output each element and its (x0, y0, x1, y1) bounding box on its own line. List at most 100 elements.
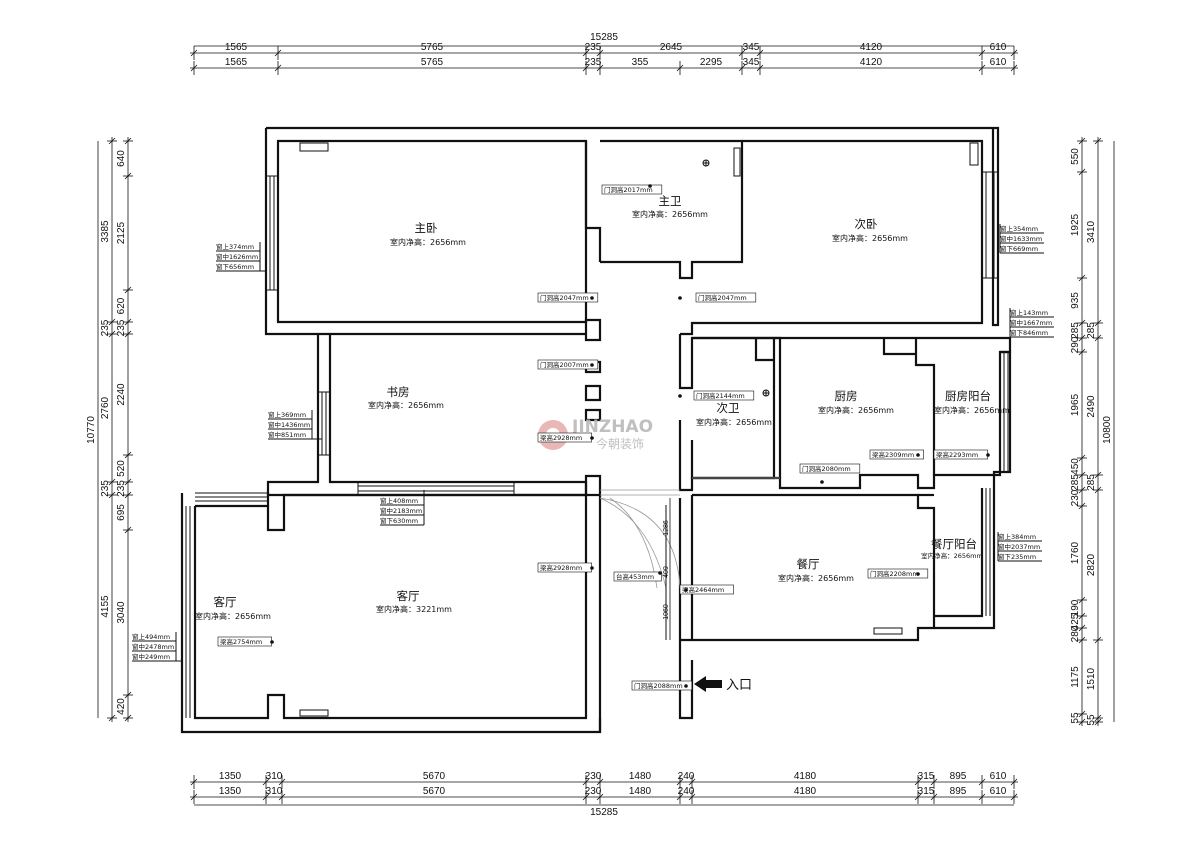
dimension-value: 3040 (116, 601, 127, 624)
room-name: 次卧 (855, 217, 878, 231)
door-tag: 门洞高2047mm (537, 292, 599, 303)
dimension-value: 550 (1070, 148, 1081, 165)
dimension-value: 315 (918, 786, 935, 797)
room-height: 室内净高：2656mm (390, 237, 466, 247)
window-tag-line: 窗下656mm (216, 262, 254, 271)
door-tag: 梁高2464mm (679, 584, 734, 595)
room-height: 室内净高：2656mm (921, 551, 983, 560)
window-tag-line: 窗上384mm (998, 532, 1036, 541)
window-tag-line: 窗中1436mm (268, 420, 310, 429)
door-tag: 门洞高2080mm (799, 463, 861, 484)
dimension-value: 285 (1086, 322, 1097, 339)
arc-dim-value: 1060 (663, 604, 670, 620)
tag-dot (658, 571, 662, 575)
window-tags: 窗上374mm 窗中1626mm 窗下656mm 窗上354mm 窗中1633m… (132, 224, 1054, 662)
dimension-value: 695 (116, 504, 127, 521)
door-tag-text: 门洞高2047mm (698, 293, 747, 302)
dimension-value: 285 (1070, 322, 1081, 339)
right-dim-inner: 5501925935285290196545028523017601904252… (1070, 137, 1087, 726)
door-tag: 门洞高2007mm (537, 359, 599, 370)
dimension-value: 2645 (660, 42, 683, 53)
dimension-value: 230 (1070, 489, 1081, 506)
door-tag: 梁高2928mm (537, 562, 594, 573)
dimension-value: 2125 (116, 221, 127, 244)
window-tag-line: 窗上408mm (380, 496, 418, 505)
dimension-value: 3410 (1086, 220, 1097, 243)
door-tag-text: 门洞高2080mm (802, 464, 851, 473)
tag-dot (590, 363, 594, 367)
dimension-value: 4180 (794, 771, 817, 782)
window-tag-line: 窗上374mm (216, 242, 254, 251)
room-height: 室内净高：2656mm (195, 611, 271, 621)
dimension-value: 240 (678, 786, 695, 797)
dimension-value: 285 (1086, 474, 1097, 491)
room-height: 室内净高：2656mm (832, 233, 908, 243)
room-height: 室内净高：2656mm (818, 405, 894, 415)
window-tag-line: 窗上494mm (132, 632, 170, 641)
door-tag: 台高453mm (613, 571, 662, 582)
window-tag-line: 窗下630mm (380, 516, 418, 525)
dimension-value: 1350 (219, 771, 242, 782)
room-labels: 主卧 室内净高：2656mm 主卫 室内净高：2656mm 次卧 室内净高：26… (195, 194, 1010, 621)
dimension-value: 420 (116, 698, 127, 715)
tag-dot (648, 184, 652, 188)
dimension-value: 1480 (629, 771, 652, 782)
dimension-value: 345 (743, 57, 760, 68)
dimension-value: 610 (990, 42, 1007, 53)
door-tag: 门洞高2047mm (678, 292, 757, 303)
dimension-value: 5670 (423, 771, 446, 782)
dimension-value: 895 (950, 786, 967, 797)
dimension-value: 1760 (1070, 541, 1081, 564)
window-tag-line: 窗中1626mm (216, 252, 258, 261)
dimension-total: 10800 (1102, 416, 1113, 444)
left-dim-total: 10770 (86, 141, 99, 718)
tag-dot (590, 566, 594, 570)
window-tag-line: 窗上354mm (1000, 224, 1038, 233)
dimension-value: 1925 (1070, 213, 1081, 236)
window-tag-line: 窗中1633mm (1000, 234, 1042, 243)
door-tag-text: 门洞高2144mm (696, 391, 745, 400)
dimension-value: 235 (116, 480, 127, 497)
dimension-value: 610 (990, 786, 1007, 797)
dimension-total: 15285 (590, 807, 618, 818)
room-name: 客厅 (214, 595, 237, 609)
tag-dot (916, 572, 920, 576)
room-name: 主卫 (659, 194, 682, 208)
dimension-value: 450 (1070, 458, 1081, 475)
dimension-value: 1965 (1070, 393, 1081, 416)
entry-arrow: 入口 (694, 676, 752, 693)
room-height: 室内净高：2656mm (696, 417, 772, 427)
windows (181, 171, 1009, 718)
dimension-value: 285 (1070, 474, 1081, 491)
tag-dot (590, 436, 594, 440)
dimension-value: 235 (585, 57, 602, 68)
dimension-value: 5670 (423, 786, 446, 797)
dimension-value: 345 (743, 42, 760, 53)
dimension-value: 5765 (421, 42, 444, 53)
door-tag-text: 梁高2928mm (540, 563, 582, 572)
dimension-value: 5765 (421, 57, 444, 68)
tag-dot (916, 453, 920, 457)
dimension-total: 10770 (86, 416, 97, 444)
dimension-value: 240 (678, 771, 695, 782)
top-dim-total: 15285 (194, 32, 1014, 47)
dimension-value: 1480 (629, 786, 652, 797)
bottom-dim-total: 15285 (194, 804, 1014, 818)
dimension-value: 640 (116, 150, 127, 167)
room-height: 室内净高：2656mm (632, 209, 708, 219)
dimension-value: 190 (1070, 599, 1081, 616)
dimension-value: 935 (1070, 292, 1081, 309)
room-name: 主卧 (415, 221, 438, 235)
dimension-value: 4180 (794, 786, 817, 797)
door-tag-text: 梁高2309mm (872, 450, 914, 459)
right-dim-total: 10800 (1102, 141, 1115, 722)
floor-drains (702, 159, 770, 397)
window-tag-line: 窗下235mm (998, 552, 1036, 561)
dimension-value: 425 (1070, 613, 1081, 630)
dimension-value: 55 (1070, 712, 1081, 724)
